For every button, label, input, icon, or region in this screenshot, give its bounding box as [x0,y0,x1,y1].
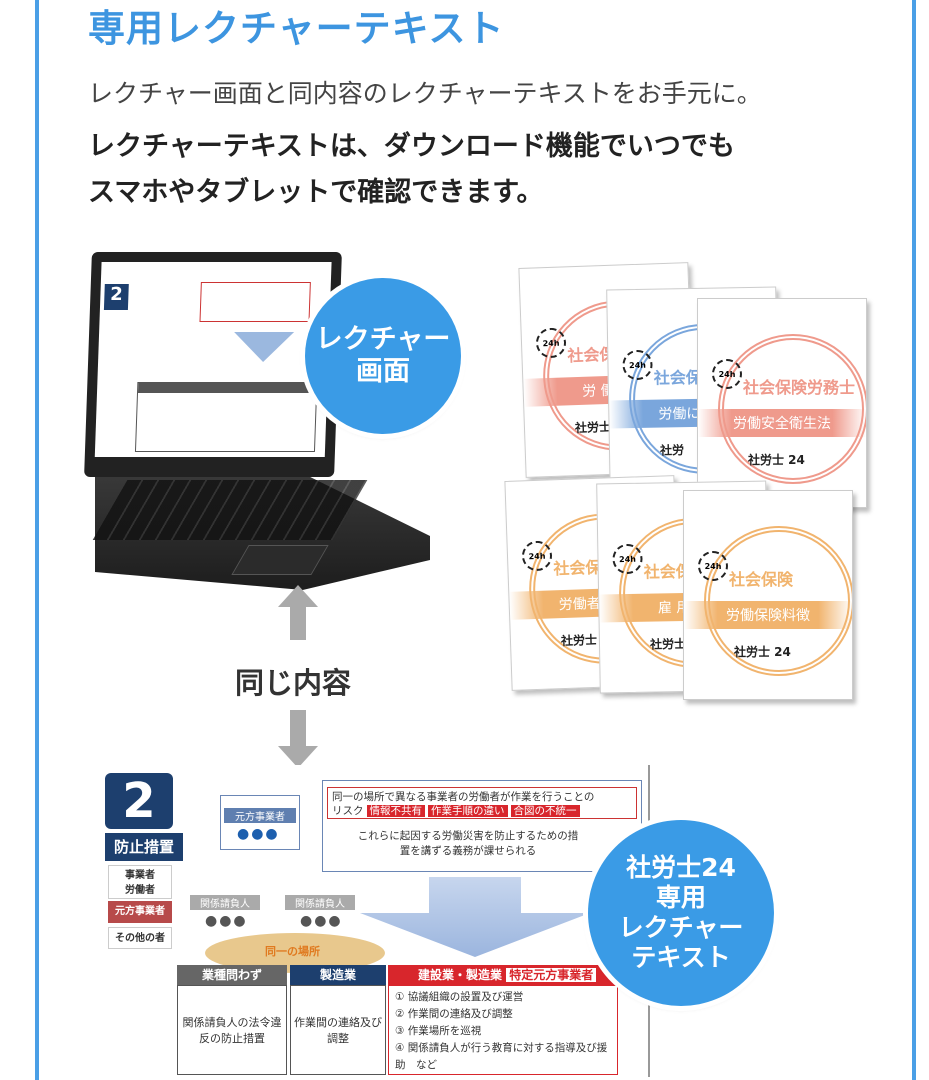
clock-24h-icon: 24h [698,551,728,581]
slide-table [134,382,318,452]
cover-brand: 社労士 [560,632,598,649]
prime-label: 元方事業者 [224,808,296,823]
subcontractor-label: 関係請負人 [285,895,355,910]
risk-text: 同一の場所で異なる事業者の労働者が作業を行うことの [332,791,595,803]
badge-line: テキスト [631,943,731,972]
list-item: ② 作業間の連絡及び調整 [395,1008,513,1020]
list-item: ③ 作業場所を巡視 [395,1025,482,1037]
col-header-tag: 特定元方事業者 [506,968,597,982]
badge-line: 社労士24 [626,853,736,882]
risk-box: 同一の場所で異なる事業者の労働者が作業を行うことの リスク情報不共有作業手順の違… [322,780,642,872]
cover-brand: 社労 [659,443,685,458]
subcontractor-label: 関係請負人 [190,895,260,910]
lecture-text-slide: 2 防止措置 事業者 労働者 元方事業者 その他の者 元方事業者 ●●● 同一の… [100,765,650,1077]
cover-brand: 社労士 24 [734,645,791,659]
badge-line: 専用 [655,883,706,912]
clock-24h-icon: 24h [712,359,742,389]
badge-line: レクチャー [315,323,451,355]
workers-icon: ●●● [300,913,343,929]
cover-brand: 社労士 [574,419,612,436]
slide-number: 2 [103,284,129,310]
cover-series: 社会保険 [729,570,794,589]
lecture-text-badge: 社労士24 専用 レクチャー テキスト [588,820,774,1006]
legend-worker: 事業者 労働者 [108,865,172,899]
lead-line-2: スマホやタブレットで確認できます。 [88,177,544,208]
down-arrow-icon [278,710,318,770]
legend-prime: 元方事業者 [108,901,172,923]
textbook-cover: 24h 社会保険 労働保険料徴 社労士 24 [683,490,853,700]
slide-section: 防止措置 [105,833,183,861]
lecture-screen-badge: レクチャー 画面 [305,278,461,434]
risk-tag: 情報不共有 [366,805,425,817]
big-down-arrow-icon [360,877,590,957]
frame-border-right [912,0,916,1080]
badge-line: 画面 [356,356,410,387]
down-arrow-icon [233,332,295,362]
list-item: ④ 関係請負人が行う教育に対する指導及び援助 など [395,1042,608,1071]
frame-border-left [35,0,39,1080]
workers-icon: ●●● [237,826,280,842]
textbook-cover: 24h 社会保険労務士 労働安全衛生法 社労士 24 [697,298,867,508]
risk-tag: 作業手順の違い [428,805,508,817]
slide-number: 2 [105,773,173,829]
cover-brand: 社労士 [649,636,687,652]
lead-line-1: レクチャーテキストは、ダウンロード機能でいつでも [88,131,735,162]
laptop-screen: 2 [84,252,342,477]
duty-text: これらに起因する労働災害を防止するための措置を講ずる義務が課せられる [357,830,579,857]
page-title: 専用レクチャーテキスト [88,7,505,50]
cover-brand: 社労士 24 [748,453,805,467]
subtitle: レクチャー画面と同内容のレクチャーテキストをお手元に。 [88,79,762,108]
up-arrow-icon [278,585,318,640]
col-header: 業種問わず [177,965,287,985]
cover-series: 社会保 [553,557,602,579]
cover-series: 社会保険労務士 [743,378,856,397]
same-content-label: 同じ内容 [235,666,352,700]
cover-title: 労働安全衛生法 [698,409,866,437]
col-body-list: ① 協議組織の設置及び運営 ② 作業間の連絡及び調整 ③ 作業場所を巡視 ④ 関… [388,985,618,1075]
laptop-slide-preview: 2 [94,262,332,457]
col-header: 建設業・製造業 特定元方事業者 [388,965,618,985]
slide-risk-box [199,282,311,322]
badge-line: レクチャー [618,913,744,942]
risk-label: リスク [332,805,364,817]
cover-title: 労働保険料徴 [684,601,852,629]
same-place-label: 同一の場所 [265,945,320,958]
laptop-keyboard [92,480,368,540]
cover-series: 社会保 [653,367,702,388]
list-item: ① 協議組織の設置及び運営 [395,991,524,1003]
col-body: 作業間の連絡及び調整 [290,985,386,1075]
risk-tag: 合図の不統一 [510,805,580,817]
col-header-text: 建設業・製造業 [418,968,503,982]
workers-icon: ●●● [205,913,248,929]
prime-contractor-box: 元方事業者 ●●● [220,795,300,850]
col-header: 製造業 [290,965,386,985]
legend-other: その他の者 [108,927,172,949]
col-body: 関係請負人の法令違反の防止措置 [177,985,287,1075]
